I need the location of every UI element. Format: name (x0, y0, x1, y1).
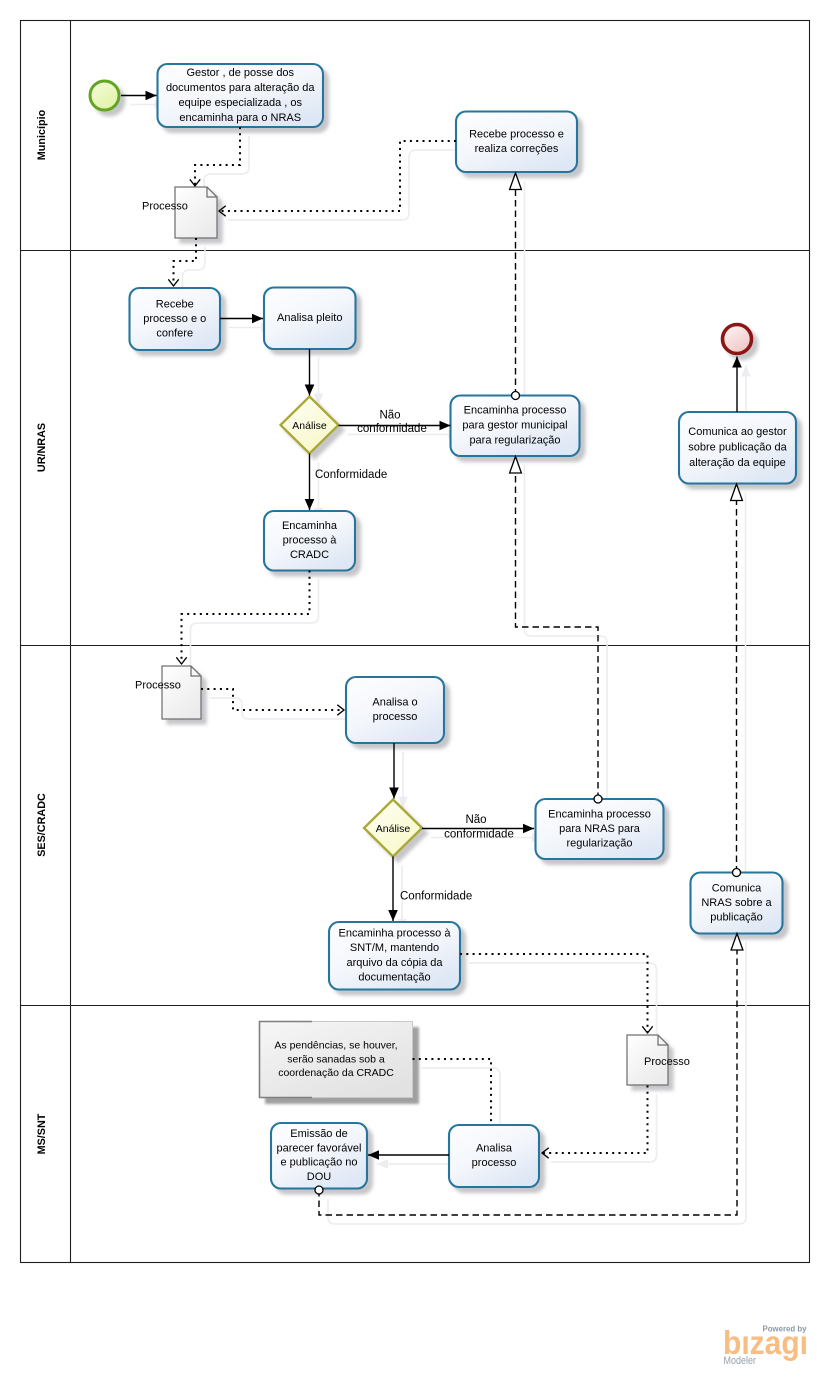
svg-text:Processo: Processo (142, 201, 188, 213)
svg-text:As pendências, se houver,serão: As pendências, se houver,serão sanadas s… (274, 1040, 397, 1080)
svg-text:Não: Não (465, 814, 486, 826)
svg-text:Análise: Análise (376, 823, 411, 835)
svg-text:conformidade: conformidade (357, 423, 427, 435)
svg-text:Analisa pleito: Analisa pleito (277, 312, 342, 324)
svg-text:Modeler: Modeler (724, 1355, 757, 1367)
svg-text:Não: Não (379, 410, 400, 422)
svg-text:MS/SNT: MS/SNT (36, 1113, 48, 1154)
svg-text:bızagı: bızagı (723, 1325, 808, 1362)
svg-text:UR/NRAS: UR/NRAS (36, 423, 48, 472)
svg-text:Conformidade: Conformidade (400, 891, 472, 903)
svg-text:Processo: Processo (644, 1056, 690, 1068)
svg-text:conformidade: conformidade (444, 829, 514, 841)
svg-text:SES/CRADC: SES/CRADC (36, 793, 48, 857)
svg-text:Conformidade: Conformidade (315, 469, 387, 481)
svg-text:Análise: Análise (292, 420, 327, 432)
svg-text:Processo: Processo (135, 680, 181, 692)
svg-text:Município: Município (36, 109, 48, 160)
svg-text:Powered by: Powered by (763, 1324, 807, 1334)
